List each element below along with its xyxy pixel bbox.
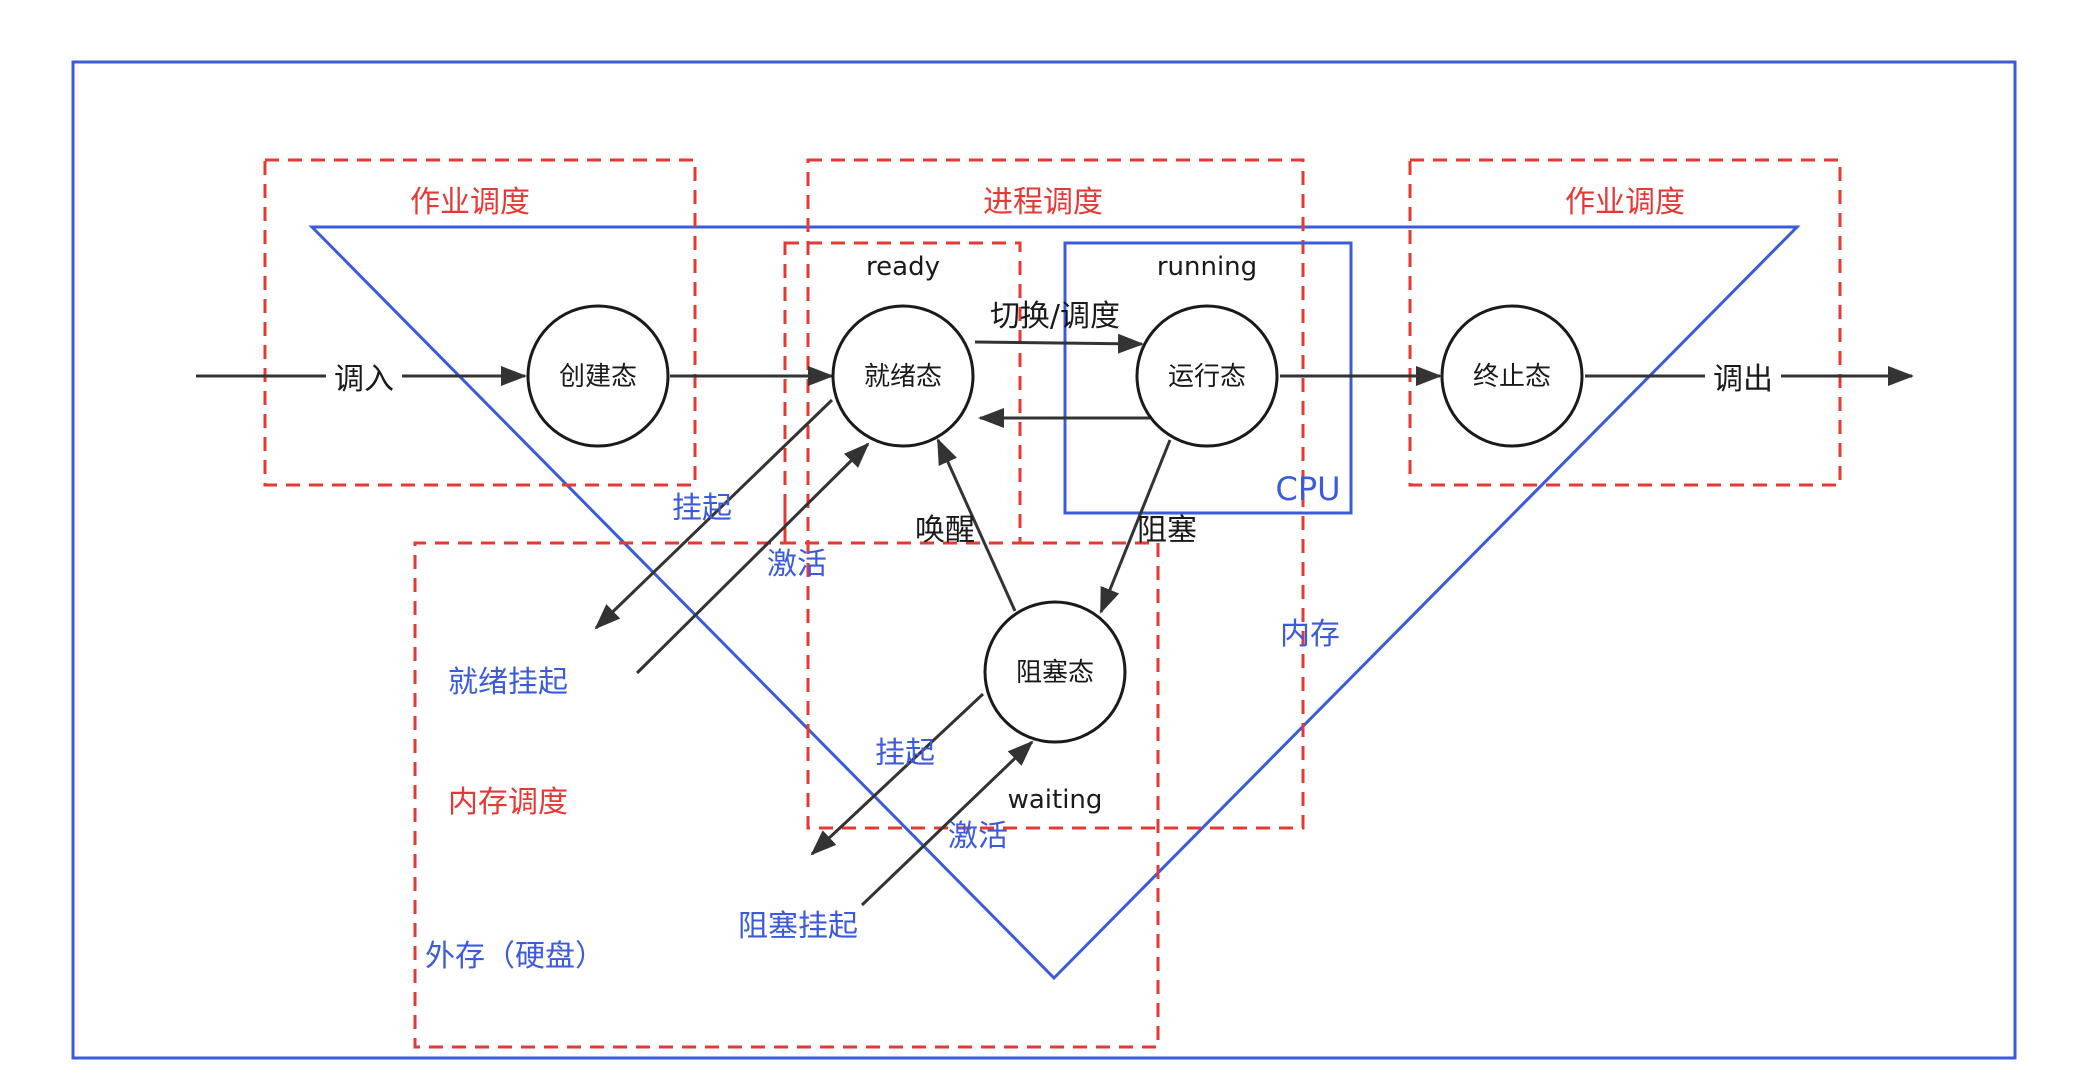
arrow-ready-suspend [594, 398, 834, 630]
node-terminate-label: 终止态 [1473, 362, 1551, 392]
memory-triangle [308, 225, 1801, 981]
job-schedule-left-label: 作业调度 [410, 185, 530, 220]
outer-frame [71, 60, 2017, 1060]
arrow-blocked-to-ready [936, 438, 1017, 612]
arrow-blocked-suspend [810, 692, 985, 856]
process-schedule-label: 进程调度 [983, 185, 1103, 220]
cpu-box [1063, 241, 1353, 515]
node-running-label: 运行态 [1168, 362, 1246, 392]
arrow-running-to-blocked [1099, 439, 1172, 614]
suspend-blocked-label: 挂起 [875, 736, 935, 771]
blocked-suspend-label: 阻塞挂起 [738, 909, 858, 944]
arrow-blocked-activate [860, 740, 1034, 907]
external-storage-label: 外存（硬盘） [425, 939, 605, 974]
node-create-label: 创建态 [559, 362, 637, 392]
activate-blocked-label: 激活 [948, 819, 1008, 854]
job-schedule-left-box [263, 158, 697, 487]
node-blocked: 阻塞态 [983, 600, 1127, 744]
wakeup-label: 唤醒 [915, 513, 975, 548]
process-schedule-box [806, 158, 1305, 830]
suspend-ready-label: 挂起 [672, 491, 732, 526]
activate-ready-label: 激活 [767, 547, 827, 582]
memory-label: 内存 [1280, 617, 1340, 652]
node-running: 运行态 [1135, 304, 1279, 448]
switch-schedule-label: 切换/调度 [990, 299, 1120, 334]
memory-schedule-label: 内存调度 [448, 785, 568, 820]
load-in-label: 调入 [334, 362, 394, 397]
cpu-label: CPU [1275, 470, 1340, 508]
arrow-ready-to-running [974, 333, 1144, 354]
memory-schedule-box [413, 494, 1160, 1049]
running-en-label: running [1157, 252, 1257, 282]
ready-suspend-label: 就绪挂起 [448, 665, 568, 700]
job-schedule-right-box [1408, 158, 1842, 487]
ready-en-label: ready [866, 252, 940, 282]
job-schedule-right-label: 作业调度 [1565, 185, 1685, 220]
node-ready-label: 就绪态 [864, 362, 942, 392]
arrow-ready-activate [635, 442, 870, 675]
node-create: 创建态 [526, 304, 670, 448]
ready-box [783, 241, 1022, 545]
node-blocked-label: 阻塞态 [1016, 658, 1094, 688]
waiting-en-label: waiting [1008, 785, 1103, 815]
block-label: 阻塞 [1137, 513, 1197, 548]
node-terminate: 终止态 [1440, 304, 1584, 448]
load-out-label: 调出 [1713, 362, 1773, 397]
node-ready: 就绪态 [831, 304, 975, 448]
